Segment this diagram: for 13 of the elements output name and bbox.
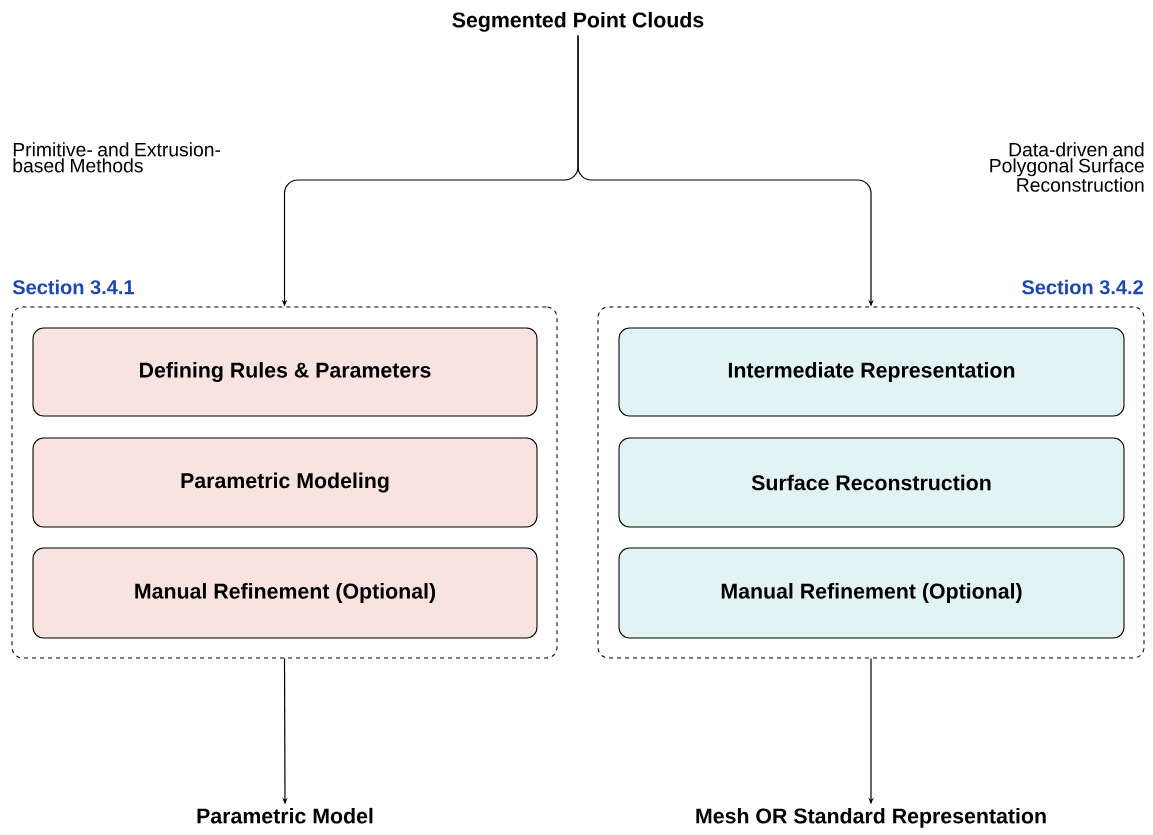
step-box: Defining Rules & Parameters (32, 327, 538, 417)
end-label: Mesh OR Standard Representation (696, 807, 1046, 828)
step-box: Manual Refinement (Optional) (32, 547, 538, 639)
step-box: Surface Reconstruction (618, 437, 1125, 528)
step-box: Manual Refinement (Optional) (618, 547, 1125, 639)
section-label: Section 3.4.2 (1022, 279, 1143, 295)
method-description: Primitive- and Extrusion-based Methods (13, 142, 221, 173)
step-box: Parametric Modeling (32, 437, 538, 528)
end-label: Parametric Model (197, 807, 373, 824)
method-description: Data-driven and Polygonal Surface Reconstruction (990, 142, 1144, 192)
end-label: Segmented Point Clouds (452, 11, 704, 32)
section-label: Section 3.4.1 (12, 279, 134, 295)
step-box: Intermediate Representation (618, 327, 1125, 417)
